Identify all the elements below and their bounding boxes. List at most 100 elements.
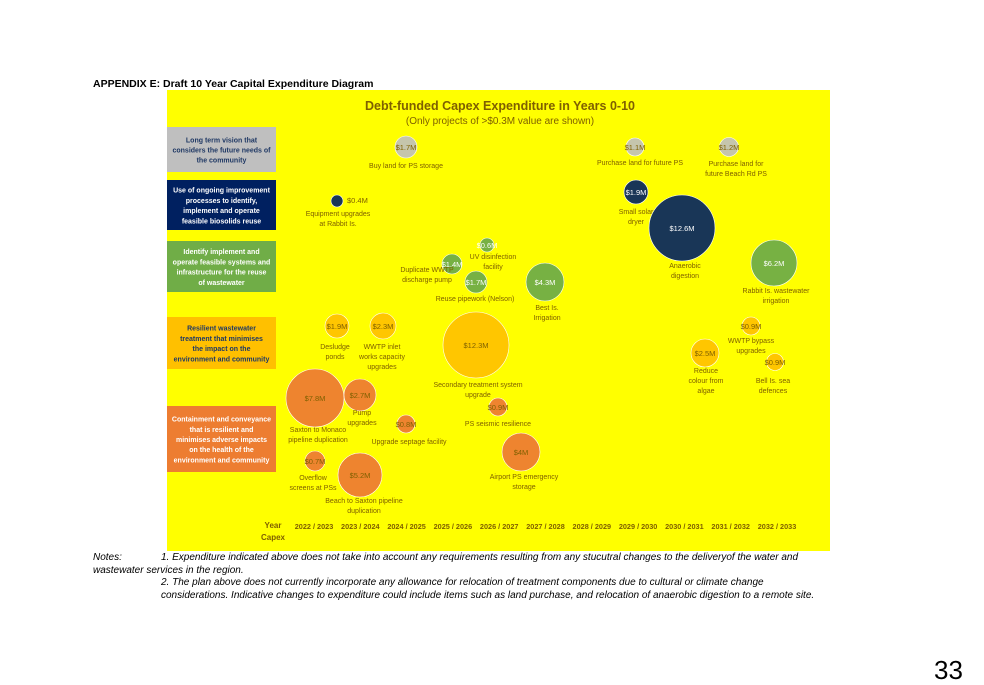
bubble-value-17: $0.9M [765, 358, 786, 367]
bubble-value-1: $1.7M [396, 143, 417, 152]
bubble-value-18: $7.8M [305, 394, 326, 403]
bubble-name-9: Reuse pipework (Nelson) [436, 296, 515, 303]
bubble-name-21: PS seismic resilience [465, 421, 531, 428]
bubble-value-22: $4M [514, 448, 529, 457]
page-number: 33 [934, 655, 963, 685]
legend-box-3 [167, 317, 276, 369]
bubble-value-8: $1.4M [442, 260, 463, 269]
bubble-name-1: Buy land for PS storage [369, 163, 443, 170]
bubble-10 [525, 262, 565, 302]
bubble-value-15: $0.9M [741, 322, 762, 331]
bubble-value-23: $0.7M [305, 457, 326, 466]
note-1-line-2: wastewater services in the region. [93, 564, 244, 576]
bubble-6 [648, 194, 716, 262]
notes-label: Notes: [93, 552, 122, 563]
notes-section: Notes: 1. Expenditure indicated above doe… [93, 552, 873, 602]
bubble-value-24: $5.2M [350, 471, 371, 480]
note-2-line-1: 2. The plan above does not currently inc… [161, 577, 764, 588]
x-tick-label-9: 2031 / 2032 [711, 522, 750, 531]
bubble-14 [442, 311, 510, 379]
bubble-2 [625, 137, 645, 157]
legend-box-1 [167, 180, 276, 230]
bubble-value-9: $1.7M [466, 278, 487, 287]
bubble-12 [324, 313, 350, 339]
bubble-1 [394, 135, 418, 159]
bubble-16 [690, 338, 720, 368]
legend-box-0 [167, 127, 276, 172]
bubble-11 [750, 239, 798, 287]
bubble-value-5: $1.9M [626, 188, 647, 197]
bubble-21 [488, 397, 508, 417]
bubble-value-6: $12.6M [669, 224, 694, 233]
bubble-value-10: $4.3M [535, 278, 556, 287]
chart-title: Debt-funded Capex Expenditure in Years 0… [365, 99, 635, 113]
bubble-19 [343, 378, 377, 412]
note-2-line-2: considerations. Indicative changes to ex… [161, 589, 815, 601]
bubble-17 [766, 353, 784, 371]
bubble-value-3: $1.2M [719, 143, 740, 152]
x-axis-title-line-2: Capex [261, 533, 286, 542]
bubble-20 [396, 414, 416, 434]
note-1-line-1: 1. Expenditure indicated above does not … [161, 552, 799, 563]
bubble-value-21: $0.9M [488, 403, 509, 412]
bubble-name-20: Upgrade septage facility [371, 439, 447, 446]
x-tick-label-6: 2028 / 2029 [573, 522, 612, 531]
legend-box-2 [167, 241, 276, 292]
bubble-value-20: $0.8M [396, 420, 417, 429]
x-tick-label-10: 2032 / 2033 [758, 522, 797, 531]
bubble-value-19: $2.7M [350, 391, 371, 400]
bubble-value-14: $12.3M [463, 341, 488, 350]
x-tick-label-3: 2025 / 2026 [434, 522, 473, 531]
bubble-value-12: $1.9M [327, 322, 348, 331]
bubble-7 [479, 237, 495, 253]
bubble-15 [741, 316, 761, 336]
bubble-3 [719, 137, 739, 157]
bubble-name-2: Purchase land for future PS [597, 160, 683, 167]
x-tick-label-5: 2027 / 2028 [526, 522, 565, 531]
x-tick-label-0: 2022 / 2023 [295, 522, 334, 531]
chart-subtitle: (Only projects of >$0.3M value are shown… [406, 116, 594, 127]
x-tick-label-1: 2023 / 2024 [341, 522, 380, 531]
bubble-8 [441, 253, 463, 275]
legend-box-4 [167, 406, 276, 472]
bubble-22 [501, 432, 541, 472]
bubble-value-2: $1.1M [625, 143, 646, 152]
bubble-13 [369, 312, 397, 340]
x-tick-label-4: 2026 / 2027 [480, 522, 519, 531]
bubble-value-13: $2.3M [373, 322, 394, 331]
bubble-value-16: $2.5M [695, 349, 716, 358]
x-tick-label-7: 2029 / 2030 [619, 522, 658, 531]
x-tick-label-8: 2030 / 2031 [665, 522, 704, 531]
bubble-24 [337, 452, 383, 498]
bubble-9 [464, 270, 488, 294]
bubble-value-7: $0.6M [477, 241, 498, 250]
bubble-4 [330, 194, 344, 208]
appendix-heading: APPENDIX E: Draft 10 Year Capital Expend… [93, 78, 374, 90]
x-tick-label-2: 2024 / 2025 [387, 522, 426, 531]
bubble-name-10: Best Is.Irrigation [533, 305, 560, 322]
bubble-5 [623, 179, 649, 205]
